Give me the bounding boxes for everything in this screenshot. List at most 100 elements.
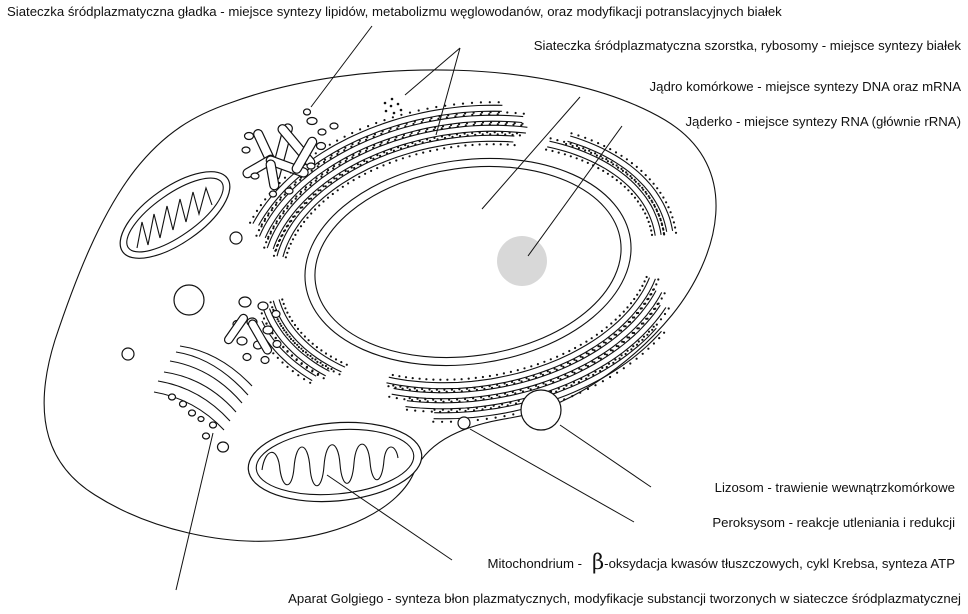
ribosome xyxy=(554,368,556,370)
ribosome xyxy=(504,382,506,384)
ribosome xyxy=(325,365,327,367)
leader-rough-er-a xyxy=(405,48,460,95)
ribosome xyxy=(284,177,286,179)
ribosome xyxy=(345,160,347,162)
ribosome xyxy=(316,346,318,348)
ribosome xyxy=(675,232,677,234)
ribosome xyxy=(433,129,435,131)
ribosome xyxy=(375,122,377,124)
ribosome xyxy=(283,329,285,331)
ribosome xyxy=(497,113,499,115)
ribosome xyxy=(517,369,519,371)
ribosome xyxy=(610,322,612,324)
ribosome xyxy=(271,306,273,308)
free-ribosomes xyxy=(384,98,403,115)
ribosome xyxy=(392,384,394,386)
ribosome xyxy=(320,362,322,364)
ribosome xyxy=(279,323,281,325)
ribosome xyxy=(635,181,637,183)
ribosome xyxy=(477,419,479,421)
ribosome xyxy=(594,384,596,386)
ribosome xyxy=(601,330,603,332)
ribosome xyxy=(631,177,633,179)
ribosome xyxy=(467,408,469,410)
ribosome xyxy=(387,385,389,387)
ribosome xyxy=(640,307,642,309)
ribosome xyxy=(564,153,566,155)
ribosome xyxy=(665,201,667,203)
ribosome xyxy=(286,334,288,336)
ribosome xyxy=(486,418,488,420)
ribosome xyxy=(596,334,598,336)
ribosome xyxy=(305,202,307,204)
ribosome xyxy=(563,141,565,143)
ribosome xyxy=(577,134,579,136)
ribosome xyxy=(450,409,452,411)
ribosome xyxy=(636,166,638,168)
ribosome xyxy=(664,292,666,294)
ribosome xyxy=(279,199,281,201)
ribosome xyxy=(644,212,646,214)
ribosome xyxy=(351,132,353,134)
ribosome xyxy=(639,289,641,291)
ribosome xyxy=(267,214,269,216)
ribosome xyxy=(398,375,400,377)
ribosome xyxy=(272,227,274,229)
ribosome xyxy=(289,316,291,318)
ribosome xyxy=(436,149,438,151)
ribosome xyxy=(285,256,287,258)
ribosome xyxy=(292,370,294,372)
ribosome xyxy=(280,325,282,327)
ribosome xyxy=(623,367,625,369)
ribosome xyxy=(668,307,670,309)
ribosome xyxy=(641,323,643,325)
label-mitochondrion-name: Mitochondrium - xyxy=(487,556,582,571)
ribosome xyxy=(266,322,268,324)
ribosome xyxy=(309,184,311,186)
ribosome xyxy=(503,415,505,417)
ribosome xyxy=(379,155,381,157)
ribosome xyxy=(330,181,332,183)
ribosome xyxy=(570,155,572,157)
ribosome xyxy=(318,204,320,206)
ribosome xyxy=(653,326,655,328)
ribosome xyxy=(303,221,305,223)
ribosome xyxy=(660,219,662,221)
ribosome xyxy=(409,134,411,136)
ribosome xyxy=(394,139,396,141)
ribosome xyxy=(519,134,521,136)
ribosome xyxy=(512,391,514,393)
ribosome xyxy=(658,337,660,339)
ribosome xyxy=(290,243,292,245)
ribosome xyxy=(598,357,600,359)
ribosome xyxy=(537,363,539,365)
ribosome xyxy=(459,135,461,137)
ribosome xyxy=(406,409,408,411)
ribosome xyxy=(280,196,282,198)
ribosome xyxy=(530,365,532,367)
ribosome xyxy=(616,164,618,166)
ribosome xyxy=(327,367,329,369)
ribosome xyxy=(291,200,293,202)
ribosome xyxy=(450,146,452,148)
ribosome xyxy=(295,181,297,183)
ribosome xyxy=(279,217,281,219)
ribosome xyxy=(527,387,529,389)
ribosome xyxy=(603,145,605,147)
ribosome xyxy=(587,374,589,376)
ribosome xyxy=(303,378,305,380)
ribosome xyxy=(615,319,617,321)
ribosome xyxy=(471,114,473,116)
ribosome xyxy=(617,167,619,169)
ribosome xyxy=(637,183,639,185)
ribosome xyxy=(560,365,562,367)
ribosome xyxy=(557,377,559,379)
ribosome xyxy=(451,389,453,391)
ribosome xyxy=(364,173,366,175)
ribosome xyxy=(656,324,658,326)
ribosome xyxy=(396,397,398,399)
ribosome xyxy=(662,196,664,198)
ribosome xyxy=(623,325,625,327)
ribosome xyxy=(457,145,459,147)
